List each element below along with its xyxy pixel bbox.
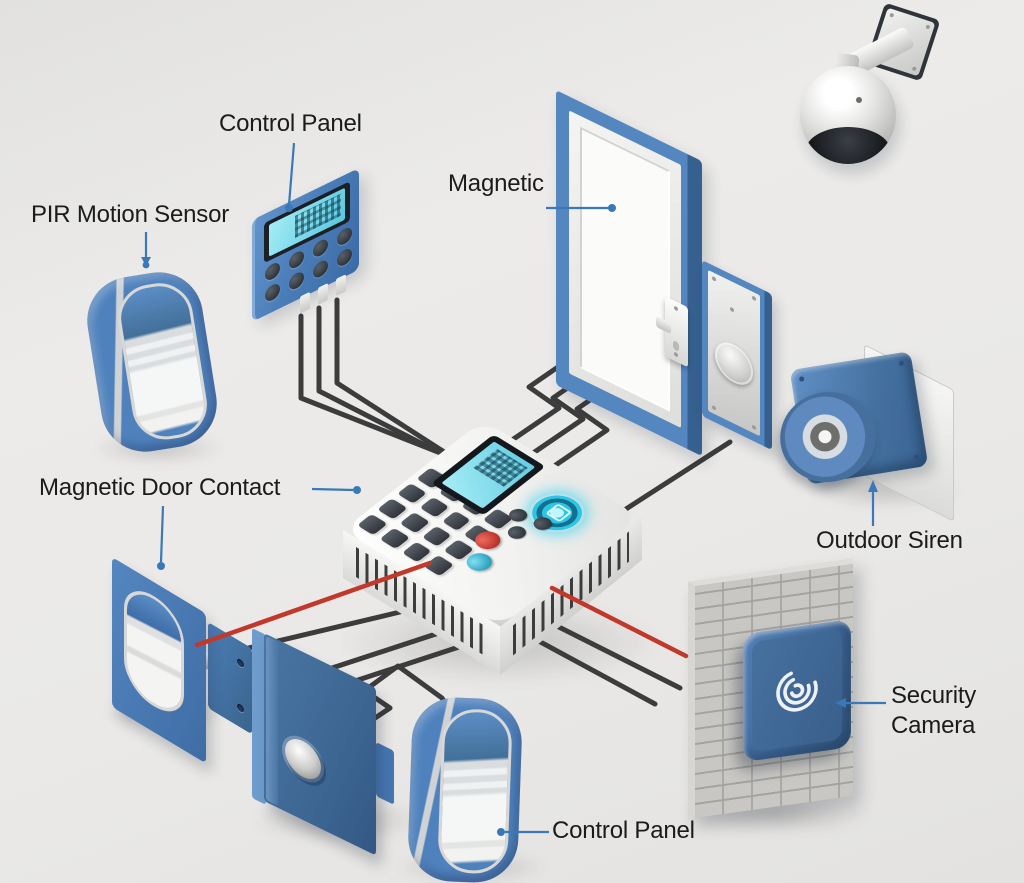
wire-plate	[609, 439, 733, 521]
screw	[898, 360, 905, 367]
keypad-button	[289, 248, 304, 271]
dome-camera-device	[800, 66, 896, 164]
contact-sensor-dome	[124, 578, 184, 725]
wire-keypad-2	[316, 305, 455, 462]
swirl-logo-icon	[776, 671, 818, 712]
wire-keypad-1	[298, 313, 441, 455]
hub-key	[357, 514, 388, 536]
screw	[925, 24, 931, 30]
hub-small-button	[504, 523, 530, 542]
label-security-camera: Security Camera	[891, 682, 977, 739]
label-magnetic-door-contact: Magnetic Door Contact	[39, 474, 281, 501]
brick-wall	[688, 558, 853, 819]
hub-glow-button	[518, 485, 597, 541]
bottom-motion-sensor-device	[406, 696, 524, 883]
label-control-panel-bottom: Control Panel	[552, 817, 695, 844]
label-outdoor-siren: Outdoor Siren	[816, 527, 963, 554]
hub-key	[423, 555, 454, 577]
screw	[752, 295, 756, 302]
keypad-button	[313, 257, 328, 281]
screw	[913, 454, 920, 460]
screw	[712, 404, 716, 411]
wire-wall-2	[519, 629, 658, 707]
hub-key	[399, 512, 430, 534]
keypad-button	[265, 281, 280, 304]
wall-box-face	[752, 629, 842, 753]
hub-key	[418, 496, 450, 518]
wall-security-box-device	[743, 619, 851, 763]
screw	[712, 275, 716, 282]
screw	[674, 305, 678, 312]
label-control-panel-top: Control Panel	[219, 110, 362, 137]
keypad-button	[313, 236, 328, 260]
keypad-button	[337, 246, 352, 269]
plate-face	[708, 269, 760, 437]
pir-sensor-lens	[436, 708, 513, 875]
keypad-button	[289, 269, 304, 292]
camera-indicator-dot	[855, 97, 862, 104]
hub-key	[421, 525, 452, 547]
plate-round-button	[715, 335, 753, 392]
screw	[730, 306, 734, 313]
door-lock	[665, 296, 688, 368]
screw	[889, 12, 895, 18]
hub-key	[396, 482, 427, 504]
door-panel	[580, 126, 670, 412]
wire-keypad-3	[334, 297, 469, 469]
door-knob	[285, 732, 321, 786]
screw	[911, 66, 917, 72]
door-latch-tab	[376, 742, 394, 805]
door-frame	[569, 110, 681, 428]
keypad-button	[337, 225, 352, 248]
bracket-hole	[237, 702, 244, 714]
hub-key	[401, 541, 432, 563]
screw	[752, 424, 756, 431]
bracket-hole	[237, 657, 244, 669]
hub-key	[376, 498, 408, 520]
screw	[674, 351, 678, 358]
label-pir-motion-sensor: PIR Motion Sensor	[31, 201, 230, 228]
hub-key	[441, 510, 472, 532]
hub-key	[379, 527, 410, 549]
screw	[798, 376, 805, 382]
label-magnetic: Magnetic	[448, 170, 544, 197]
pir-sensor-lens	[113, 278, 212, 445]
keypad-button	[265, 260, 280, 283]
hub-lcd-display	[441, 441, 536, 509]
